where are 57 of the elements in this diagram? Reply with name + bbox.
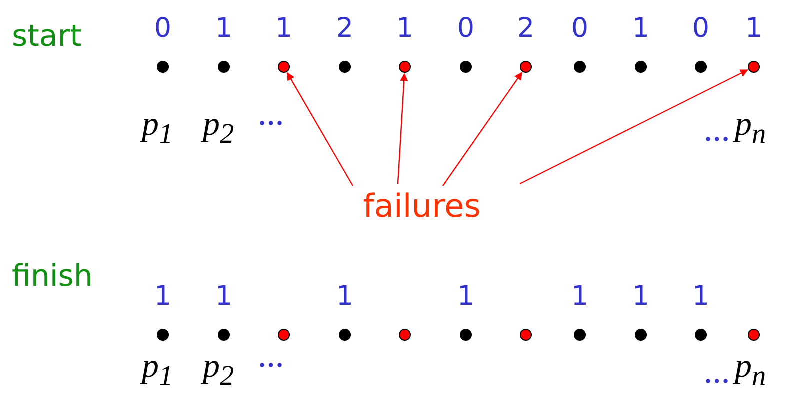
count-value: 0 xyxy=(571,15,589,42)
count-value: 1 xyxy=(632,283,650,310)
count-value: 0 xyxy=(154,15,172,42)
ellipsis: … xyxy=(704,362,730,388)
process-label: p$_{n}$ xyxy=(735,108,766,150)
count-value: 1 xyxy=(692,283,710,310)
point-dot xyxy=(339,329,351,341)
point-dot xyxy=(695,61,707,73)
count-value: 1 xyxy=(745,15,763,42)
count-value: 1 xyxy=(154,283,172,310)
annotation-text: failures xyxy=(363,190,481,222)
point-dot xyxy=(574,61,586,73)
count-value: 1 xyxy=(215,15,233,42)
row-label: start xyxy=(12,22,82,52)
process-label: p$_{2}$ xyxy=(203,350,234,392)
count-value: 2 xyxy=(336,15,354,42)
point-dot xyxy=(520,61,532,73)
point-dot xyxy=(218,329,230,341)
count-value: 1 xyxy=(275,15,293,42)
point-dot xyxy=(157,329,169,341)
count-value: 1 xyxy=(215,283,233,310)
point-dot xyxy=(460,61,472,73)
ellipsis: … xyxy=(258,104,284,130)
count-value: 1 xyxy=(632,15,650,42)
point-dot xyxy=(635,61,647,73)
process-label: p$_{n}$ xyxy=(735,350,766,392)
point-dot xyxy=(157,61,169,73)
point-dot xyxy=(339,61,351,73)
point-dot xyxy=(399,61,411,73)
arrow xyxy=(442,72,522,186)
count-value: 1 xyxy=(457,283,475,310)
count-value: 1 xyxy=(571,283,589,310)
point-dot xyxy=(218,61,230,73)
point-dot xyxy=(574,329,586,341)
process-label: p$_{1}$ xyxy=(142,108,174,150)
point-dot xyxy=(278,61,290,73)
count-value: 1 xyxy=(396,15,414,42)
row-label: finish xyxy=(12,262,93,292)
count-value: 2 xyxy=(517,15,535,42)
ellipsis: … xyxy=(704,120,730,146)
point-dot xyxy=(695,329,707,341)
point-dot xyxy=(399,329,411,341)
point-dot xyxy=(748,329,760,341)
count-value: 1 xyxy=(336,283,354,310)
point-dot xyxy=(635,329,647,341)
point-dot xyxy=(520,329,532,341)
count-value: 0 xyxy=(692,15,710,42)
point-dot xyxy=(278,329,290,341)
point-dot xyxy=(460,329,472,341)
point-dot xyxy=(748,61,760,73)
process-label: p$_{1}$ xyxy=(142,350,174,392)
count-value: 0 xyxy=(457,15,475,42)
arrow xyxy=(287,72,354,186)
arrow xyxy=(520,70,748,185)
arrow xyxy=(397,73,408,184)
ellipsis: … xyxy=(258,346,284,372)
process-label: p$_{2}$ xyxy=(203,108,234,150)
